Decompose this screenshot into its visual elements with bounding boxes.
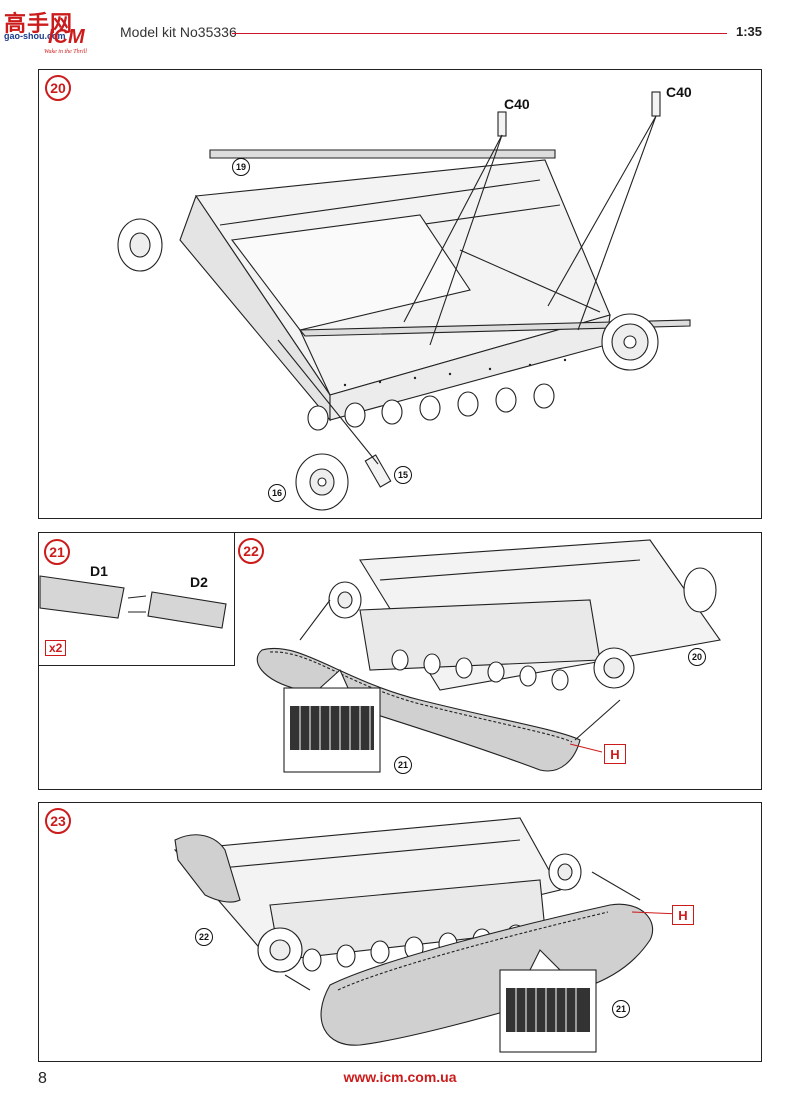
step-20-ref-19: 19 (232, 158, 250, 176)
step-22-ref-20: 20 (688, 648, 706, 666)
page-number: 8 (38, 1070, 47, 1087)
step-23-ref-21: 21 (612, 1000, 630, 1018)
step-20-panel (38, 69, 762, 519)
step-23-callout-h: H (672, 905, 694, 925)
step-22-callout-h: H (604, 744, 626, 764)
step-20-part-a-label: C40 (504, 96, 530, 112)
header-rule (232, 33, 727, 34)
kit-title: Model kit No35336 (120, 24, 237, 40)
step-21-multiplier: x2 (45, 640, 67, 656)
logo: 高手网 gao-shou.com ICM Wake in the Thrill (4, 6, 110, 62)
step-23-badge: 23 (45, 808, 71, 834)
step-22-badge: 22 (238, 538, 264, 564)
step-23-ref-22: 22 (195, 928, 213, 946)
step-21-part-a-label: D1 (90, 563, 108, 579)
scale-label: 1:35 (736, 24, 763, 39)
logo-cn-text: 高手网 (4, 11, 74, 36)
logo-tagline: Wake in the Thrill (44, 49, 87, 55)
step-21-badge: 21 (44, 539, 70, 565)
step-20-ref-15: 15 (394, 466, 412, 484)
step-23-panel (38, 802, 762, 1062)
step-22-ref-21: 21 (394, 756, 412, 774)
step-20-ref-16: 16 (268, 484, 286, 502)
step-20-badge: 20 (45, 75, 71, 101)
logo-brand: ICM (48, 26, 85, 48)
logo-site: gao-shou.com (4, 31, 66, 41)
step-20-part-b-label: C40 (666, 84, 692, 100)
footer-url[interactable]: www.icm.com.ua (343, 1069, 457, 1085)
step-21-part-b-label: D2 (190, 574, 208, 590)
